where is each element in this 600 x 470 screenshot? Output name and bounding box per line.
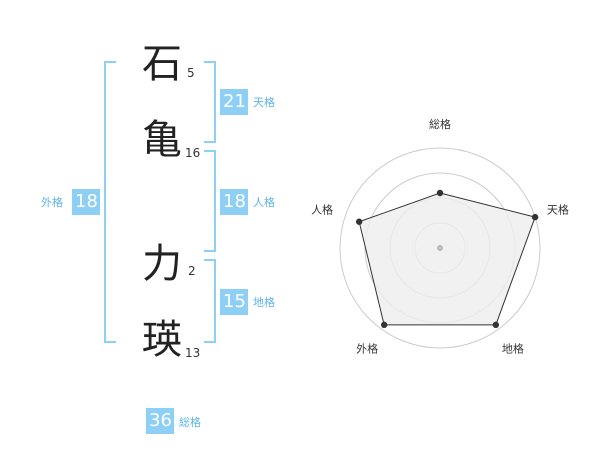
gaikaku-value: 18 xyxy=(72,189,100,215)
tenkaku-value: 21 xyxy=(220,89,248,115)
kanji-4: 瑛 xyxy=(142,317,182,363)
kanji-2: 亀 xyxy=(142,117,182,163)
chikaku-bracket xyxy=(204,259,216,343)
radar-point-1 xyxy=(436,189,444,197)
tenkaku-label: 天格 xyxy=(253,96,275,109)
kanji-3: 力 xyxy=(142,241,182,287)
tenkaku-bracket xyxy=(204,61,216,143)
chikaku-value: 15 xyxy=(220,289,248,315)
kanji-1-strokes: 5 xyxy=(187,66,195,80)
kanji-2-strokes: 16 xyxy=(185,146,201,160)
gaikaku-bracket xyxy=(104,61,116,343)
soukaku-value: 36 xyxy=(146,408,174,434)
radar-area xyxy=(358,192,536,326)
radar-point-2 xyxy=(531,213,539,221)
jinkaku-value: 18 xyxy=(220,189,248,215)
chikaku-label: 地格 xyxy=(253,296,275,309)
jinkaku-label: 人格 xyxy=(253,196,275,209)
radar-axis-label-4: 外格 xyxy=(356,341,378,355)
kanji-3-strokes: 2 xyxy=(188,264,196,278)
jinkaku-bracket xyxy=(204,150,216,252)
radar-point-5 xyxy=(355,218,363,225)
radar-center-dot xyxy=(437,245,443,251)
radar-axis-label-2: 天格 xyxy=(547,203,569,217)
radar-axis-label-1: 総格 xyxy=(429,117,451,131)
radar-axis-label-3: 地格 xyxy=(502,341,524,355)
radar-ring-4 xyxy=(339,147,541,349)
gaikaku-label: 外格 xyxy=(41,196,63,209)
kanji-1: 石 xyxy=(142,41,182,87)
kanji-4-strokes: 13 xyxy=(185,346,201,360)
soukaku-label: 総格 xyxy=(179,416,201,429)
radar-point-3 xyxy=(492,321,500,329)
radar-point-4 xyxy=(380,321,388,329)
radar-axis-label-5: 人格 xyxy=(311,203,333,217)
